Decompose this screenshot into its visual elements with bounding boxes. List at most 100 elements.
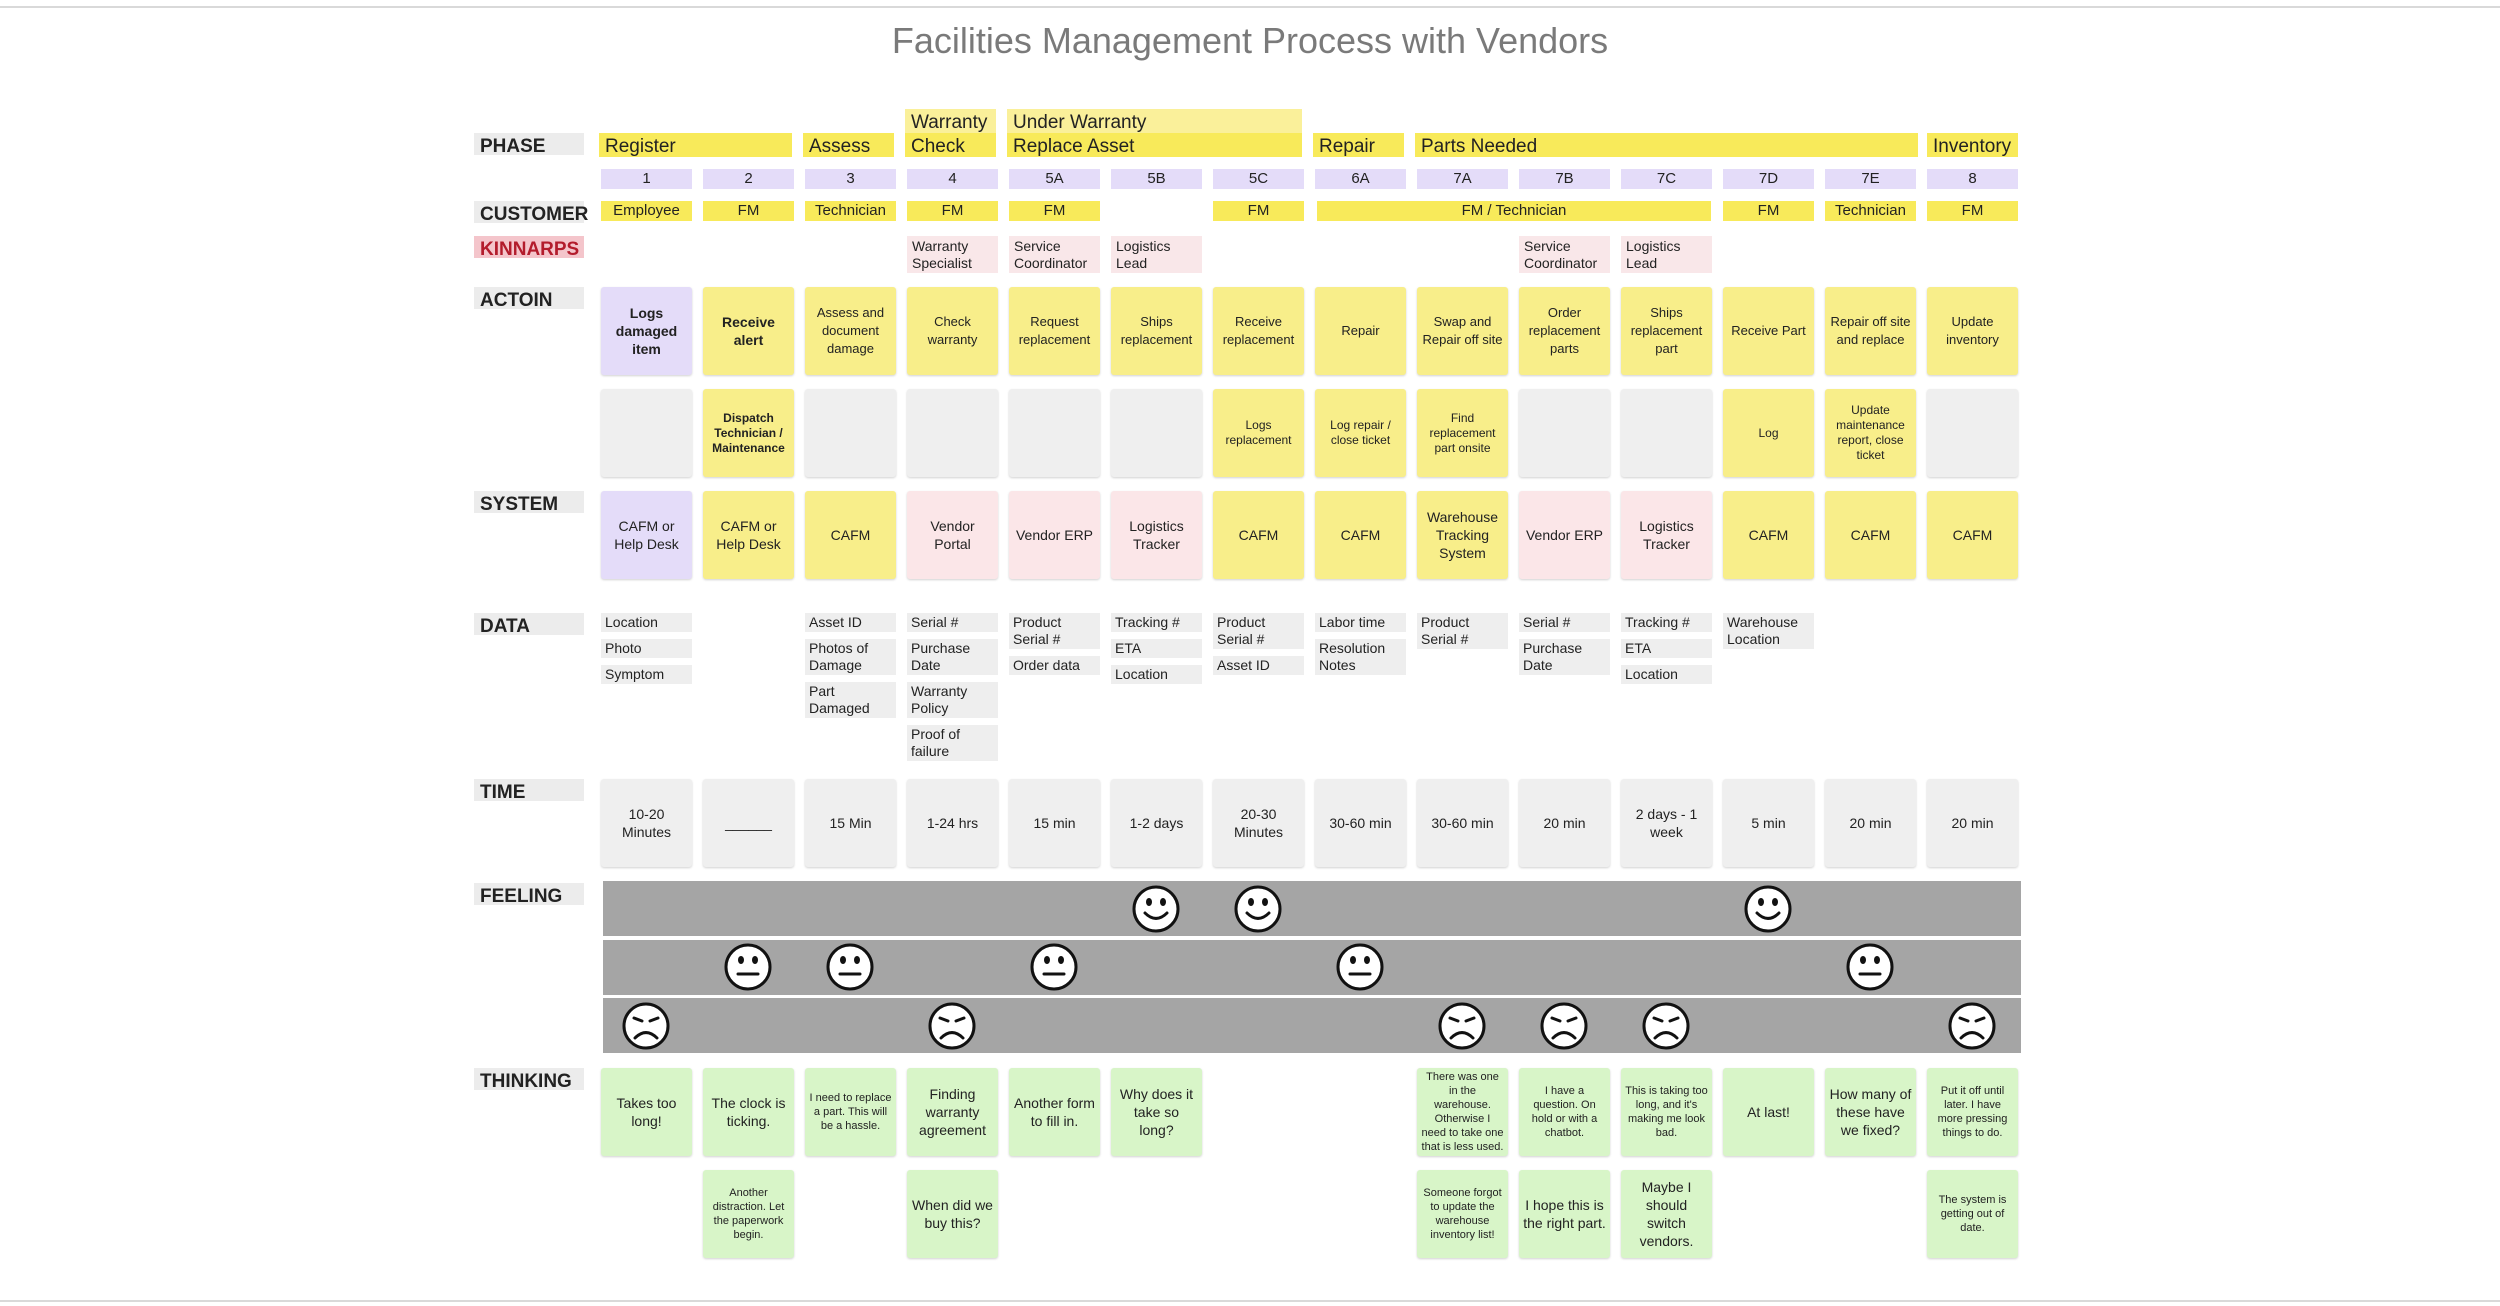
thinking-note: How many of these have we fixed? — [1825, 1068, 1916, 1156]
system-card: CAFM — [1315, 491, 1406, 579]
frowning-face-icon — [927, 1001, 977, 1051]
action-card: Assess and document damage — [805, 287, 896, 375]
time-card: 20 min — [1519, 779, 1610, 867]
row-label-phase: PHASE — [474, 133, 584, 157]
empty-card — [1927, 389, 2018, 477]
step-number: 7B — [1519, 169, 1610, 189]
time-card: 15 Min — [805, 779, 896, 867]
data-item: Symptom — [601, 665, 692, 684]
data-item: ETA — [1111, 639, 1202, 658]
secondary-action-card: Logs replacement — [1213, 389, 1304, 477]
time-card: 20-30 Minutes — [1213, 779, 1304, 867]
thinking-note: Another form to fill in. — [1009, 1068, 1100, 1156]
system-card: CAFM — [1825, 491, 1916, 579]
data-item: Product Serial # — [1009, 613, 1100, 649]
thinking-note: Put it off until later. I have more pres… — [1927, 1068, 2018, 1156]
data-item: Location — [1621, 665, 1712, 684]
time-card: 20 min — [1927, 779, 2018, 867]
time-card: 10-20 Minutes — [601, 779, 692, 867]
action-card: Receive alert — [703, 287, 794, 375]
system-card: Vendor ERP — [1009, 491, 1100, 579]
system-card: CAFM or Help Desk — [601, 491, 692, 579]
neutral-face-icon — [1845, 942, 1895, 992]
row-label-time: TIME — [474, 779, 584, 803]
row-label-data: DATA — [474, 613, 584, 637]
phase-assess: Assess — [803, 133, 894, 157]
kinnarps-role: Warranty Specialist — [907, 236, 998, 273]
thinking-note: Finding warranty agreement — [907, 1068, 998, 1156]
customer-tag: FM — [1927, 201, 2018, 221]
kinnarps-role: Logistics Lead — [1621, 236, 1712, 273]
row-label-system: SYSTEM — [474, 491, 584, 515]
phase-warranty-line1: Warranty — [905, 109, 996, 133]
feeling-band-sad — [603, 998, 2021, 1053]
row-label-customer: CUSTOMER — [474, 201, 588, 225]
thinking-note: This is taking too long, and it's making… — [1621, 1068, 1712, 1156]
step-number: 5C — [1213, 169, 1304, 189]
customer-tag: FM — [907, 201, 998, 221]
action-card: Receive replacement — [1213, 287, 1304, 375]
thinking-note: The clock is ticking. — [703, 1068, 794, 1156]
phase-repair: Repair — [1313, 133, 1404, 157]
action-card: Check warranty — [907, 287, 998, 375]
system-card: Warehouse Tracking System — [1417, 491, 1508, 579]
step-number: 8 — [1927, 169, 2018, 189]
time-card: 5 min — [1723, 779, 1814, 867]
action-card: Repair off site and replace — [1825, 287, 1916, 375]
step-number: 7E — [1825, 169, 1916, 189]
customer-tag: Employee — [601, 201, 692, 221]
action-card: Logs damaged item — [601, 287, 692, 375]
phase-inventory: Inventory — [1927, 133, 2018, 157]
thinking-note: Takes too long! — [601, 1068, 692, 1156]
data-item: Tracking # — [1621, 613, 1712, 632]
time-card: ______ — [703, 779, 794, 867]
kinnarps-role: Service Coordinator — [1009, 236, 1100, 273]
data-item: Location — [1111, 665, 1202, 684]
kinnarps-role: Logistics Lead — [1111, 236, 1202, 273]
system-card: Logistics Tracker — [1621, 491, 1712, 579]
data-item: Proof of failure — [907, 725, 998, 761]
neutral-face-icon — [723, 942, 773, 992]
data-item: Product Serial # — [1213, 613, 1304, 649]
secondary-action-card: Log repair / close ticket — [1315, 389, 1406, 477]
thinking-note-secondary: The system is getting out of date. — [1927, 1170, 2018, 1258]
thinking-note: I have a question. On hold or with a cha… — [1519, 1068, 1610, 1156]
system-card: Vendor ERP — [1519, 491, 1610, 579]
neutral-face-icon — [1335, 942, 1385, 992]
action-card: Swap and Repair off site — [1417, 287, 1508, 375]
data-item: Serial # — [1519, 613, 1610, 632]
secondary-action-card: Log — [1723, 389, 1814, 477]
step-number: 7D — [1723, 169, 1814, 189]
time-card: 2 days - 1 week — [1621, 779, 1712, 867]
thinking-note: Why does it take so long? — [1111, 1068, 1202, 1156]
thinking-note-secondary: Someone forgot to update the warehouse i… — [1417, 1170, 1508, 1258]
phase-register: Register — [599, 133, 792, 157]
data-item: Photos of Damage — [805, 639, 896, 675]
step-number: 2 — [703, 169, 794, 189]
top-rule — [0, 6, 2500, 8]
thinking-note-secondary: I hope this is the right part. — [1519, 1170, 1610, 1258]
time-card: 1-24 hrs — [907, 779, 998, 867]
action-card: Ships replacement — [1111, 287, 1202, 375]
time-card: 20 min — [1825, 779, 1916, 867]
data-item: Part Damaged — [805, 682, 896, 718]
data-item: Asset ID — [1213, 656, 1304, 675]
customer-tag-shared: FM / Technician — [1317, 201, 1711, 221]
step-number: 7A — [1417, 169, 1508, 189]
phase-under-warranty-line1: Under Warranty — [1007, 109, 1302, 133]
time-card: 15 min — [1009, 779, 1100, 867]
action-card: Request replacement — [1009, 287, 1100, 375]
system-card: CAFM — [805, 491, 896, 579]
neutral-face-icon — [1029, 942, 1079, 992]
customer-tag: Technician — [805, 201, 896, 221]
phase-under-warranty-line2: Replace Asset — [1007, 133, 1302, 157]
data-item: Purchase Date — [1519, 639, 1610, 675]
step-number: 3 — [805, 169, 896, 189]
data-item: Serial # — [907, 613, 998, 632]
row-label-thinking: THINKING — [474, 1068, 584, 1092]
action-card: Ships replacement part — [1621, 287, 1712, 375]
feeling-band-neutral — [603, 940, 2021, 995]
row-label-action: ACTOIN — [474, 287, 584, 311]
kinnarps-role: Service Coordinator — [1519, 236, 1610, 273]
secondary-action-card: Find replacement part onsite — [1417, 389, 1508, 477]
